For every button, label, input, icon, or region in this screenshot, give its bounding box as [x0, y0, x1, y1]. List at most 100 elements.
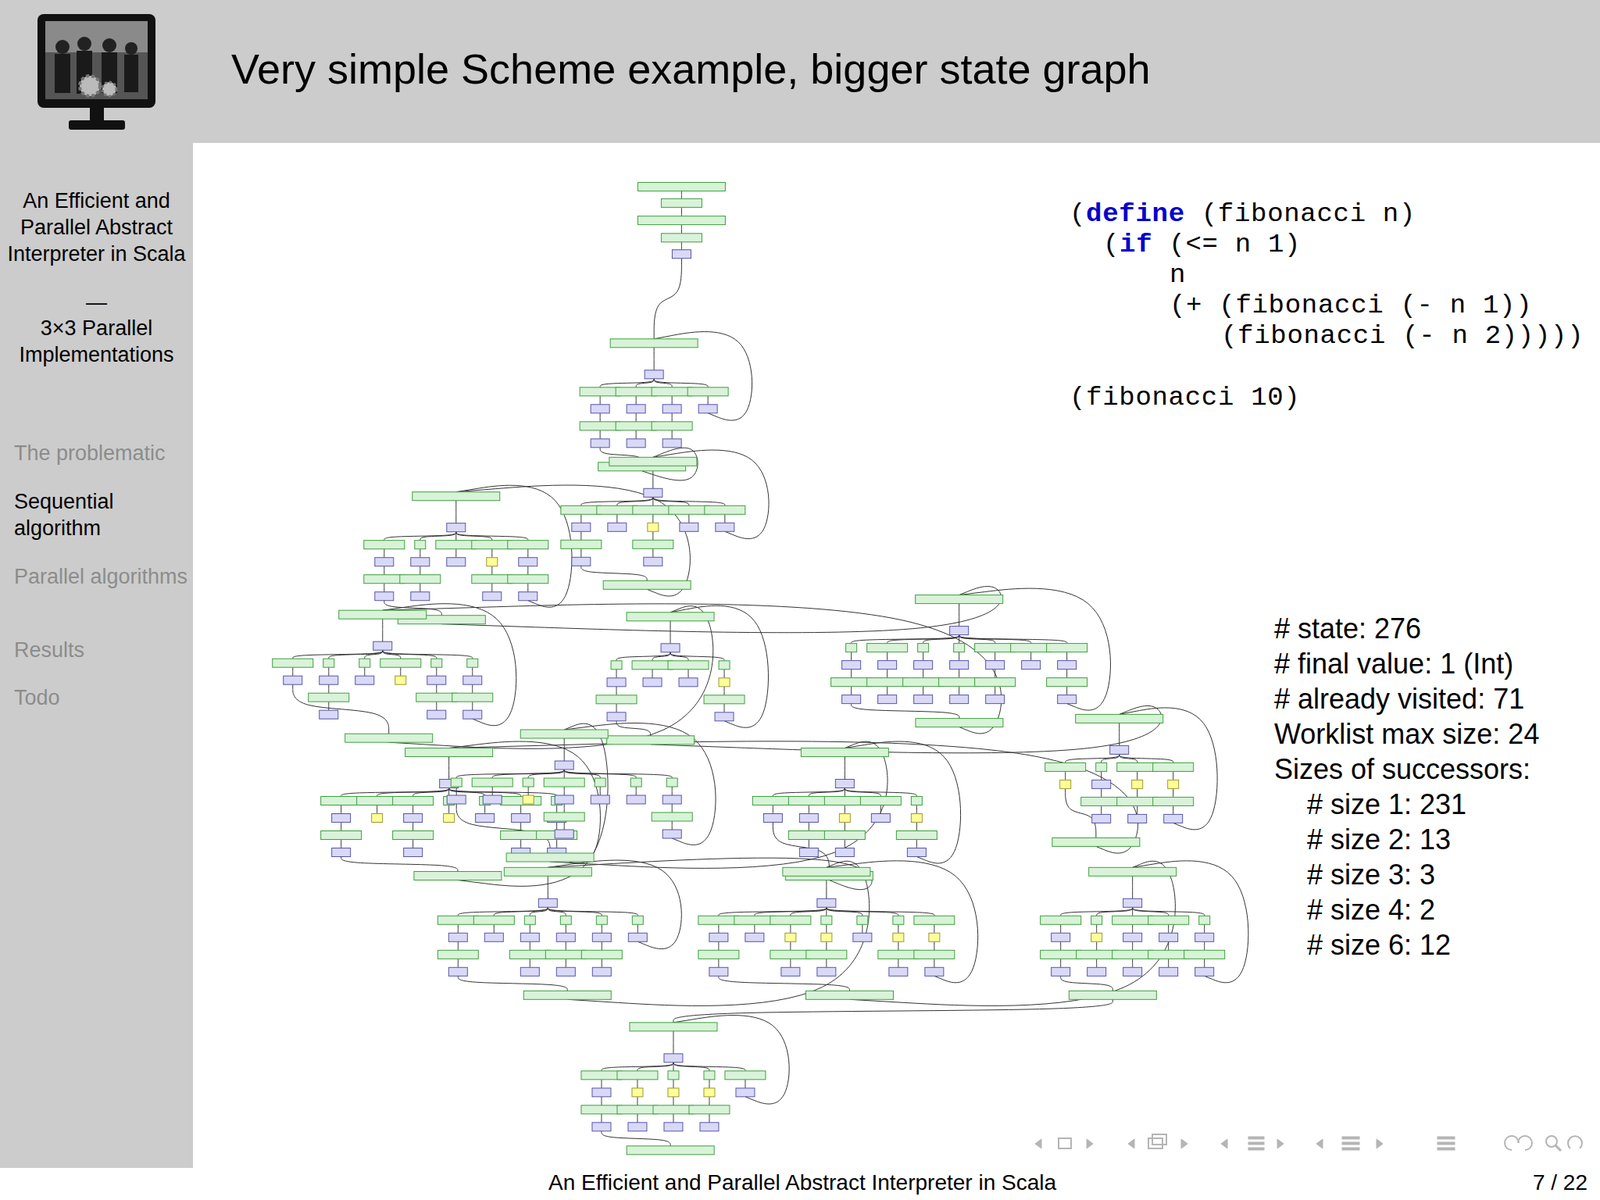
graph-link [681, 207, 683, 216]
graph-link [400, 667, 401, 676]
graph-link [916, 805, 918, 815]
graph-state-box [1052, 837, 1140, 847]
graph-state-box [571, 522, 591, 532]
graph-state-box [915, 595, 1004, 604]
graph-state-box [1057, 660, 1077, 670]
graph-link [958, 669, 960, 679]
graph-state-box [590, 439, 610, 448]
graph-link [1096, 958, 1097, 968]
graph-state-box [821, 932, 833, 942]
graph-link [653, 258, 682, 340]
graph-state-box [518, 557, 538, 567]
graph-link [412, 822, 414, 832]
graph-state-box [431, 658, 443, 668]
graph-state-box [503, 867, 592, 876]
graph-state-box [642, 678, 662, 687]
graph-state-box [375, 557, 394, 567]
graph-link [328, 667, 329, 676]
graph-state-box [914, 915, 955, 925]
graph-state-box [554, 795, 574, 804]
graph-state-box [709, 967, 729, 976]
graph-link [520, 805, 522, 815]
graph-link [565, 924, 567, 933]
graph-state-box [579, 421, 621, 431]
graph-state-box [1153, 762, 1194, 772]
graph-state-box [703, 695, 745, 704]
statistic: # size 1: 231 [1307, 786, 1467, 822]
graph-link [328, 684, 329, 693]
graph-link [670, 652, 725, 661]
graph-state-box [1195, 932, 1215, 942]
graph-link [529, 907, 548, 916]
graph-state-box [907, 848, 926, 858]
graph-state-box [651, 421, 693, 431]
graph-state-box [817, 967, 836, 976]
graph-state-box [799, 814, 818, 823]
graph-link [886, 669, 888, 679]
graph-state-box [878, 950, 919, 959]
graph-link [772, 805, 774, 815]
graph-state-box [1087, 967, 1107, 976]
graph-state-box [463, 675, 483, 685]
graph-link [383, 583, 385, 593]
graph-link [520, 822, 522, 832]
graph-state-box [698, 404, 718, 414]
graph-state-box [556, 967, 575, 976]
graph-link [600, 1096, 602, 1106]
graph-state-box [522, 778, 534, 787]
graph-link [456, 532, 529, 541]
graph-state-box [928, 932, 940, 942]
graph-state-box [450, 778, 462, 787]
graph-state-box [914, 695, 933, 704]
graph-state-box [590, 795, 610, 804]
graph-state-box [763, 814, 783, 823]
graph-link [994, 686, 996, 696]
graph-link [922, 669, 924, 679]
graph-state-box [1128, 814, 1147, 823]
graph-state-box [507, 540, 549, 550]
graph-link [1101, 753, 1120, 763]
graph-state-box [667, 1071, 679, 1080]
graph-state-box [662, 439, 682, 448]
graph-link [493, 924, 495, 933]
graph-link [328, 650, 383, 659]
graph-link [672, 1079, 674, 1089]
graph-state-box [416, 692, 458, 702]
graph-link [340, 805, 342, 815]
graph-link [636, 1079, 638, 1089]
graph-state-box [709, 932, 729, 942]
graph-state-box [1057, 695, 1077, 704]
graph-link [382, 650, 473, 659]
graph-link [580, 514, 582, 523]
statistic: # state: 276 [1274, 610, 1422, 647]
code-text: (<= n 1) [1168, 228, 1301, 261]
graph-link [441, 586, 1001, 633]
graph-link [389, 606, 714, 750]
graph-state-box [770, 915, 811, 925]
graph-state-box [651, 387, 693, 397]
graph-link [849, 860, 1175, 1006]
graph-state-box [607, 735, 695, 745]
graph-state-box [664, 1053, 683, 1063]
graph-state-box [842, 695, 861, 704]
graph-link [528, 769, 565, 779]
nav-section: The problematic [14, 439, 190, 467]
graph-link [1100, 771, 1102, 780]
graph-state-box [1091, 915, 1103, 925]
graph-state-box [319, 710, 339, 719]
graph-state-box [375, 592, 394, 601]
graph-link [652, 514, 654, 523]
graph-state-box [410, 557, 430, 567]
code-line: (define(fibonacci n) [1069, 198, 1416, 230]
graph-state-box [448, 967, 468, 976]
graph-link [491, 566, 493, 575]
graph-link [808, 788, 845, 797]
graph-state-box [610, 660, 622, 670]
graph-state-box [1117, 762, 1158, 772]
graph-link [637, 1062, 674, 1072]
graph-link [923, 635, 960, 644]
graph-state-box [609, 457, 697, 466]
graph-link [471, 667, 473, 676]
graph-link [601, 1131, 671, 1147]
